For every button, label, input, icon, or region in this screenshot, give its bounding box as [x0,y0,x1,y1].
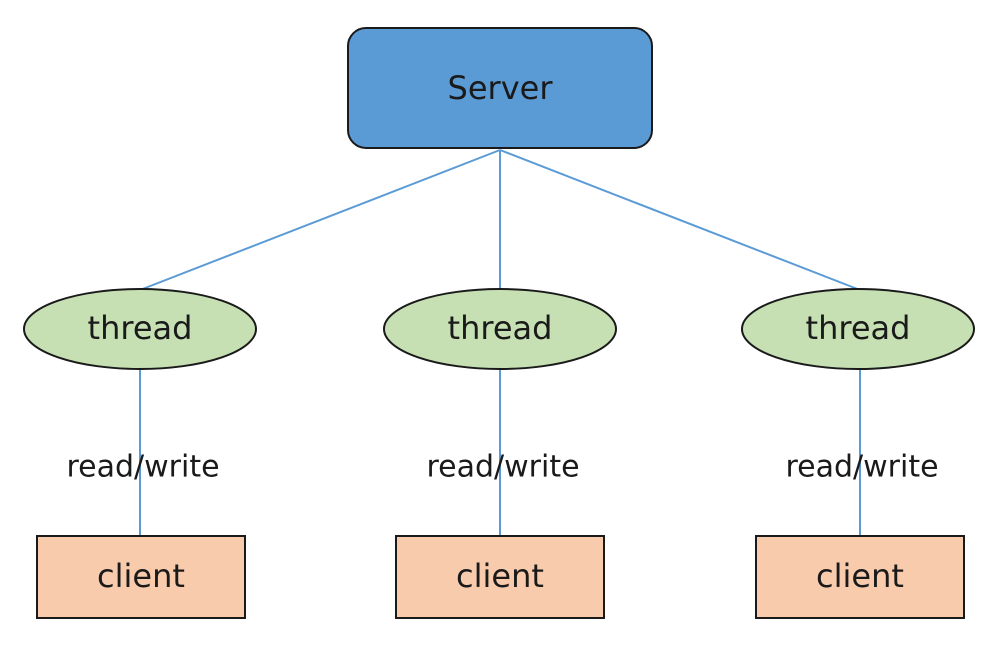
thread-ellipse [23,288,257,370]
read-write-label-1: read/write [66,450,219,485]
thread-node-3: thread [741,288,975,370]
thread-ellipse [383,288,617,370]
connector-server-thread-3 [499,149,861,291]
client-box [395,535,605,619]
connector-server-thread-1 [139,149,501,291]
thread-ellipse [741,288,975,370]
client-box [755,535,965,619]
client-node-3: client [755,535,965,619]
read-write-label-2: read/write [426,450,579,485]
client-node-1: client [36,535,246,619]
client-box [36,535,246,619]
client-label: client [97,557,185,595]
read-write-label-3: read/write [785,450,938,485]
thread-node-1: thread [23,288,257,370]
client-label: client [816,557,904,595]
thread-label: thread [448,309,553,347]
client-node-2: client [395,535,605,619]
server-label: Server [448,69,554,107]
server-node: Server [347,27,653,149]
thread-label: thread [88,309,193,347]
server-box [347,27,653,149]
thread-node-2: thread [383,288,617,370]
thread-label: thread [806,309,911,347]
client-label: client [456,557,544,595]
